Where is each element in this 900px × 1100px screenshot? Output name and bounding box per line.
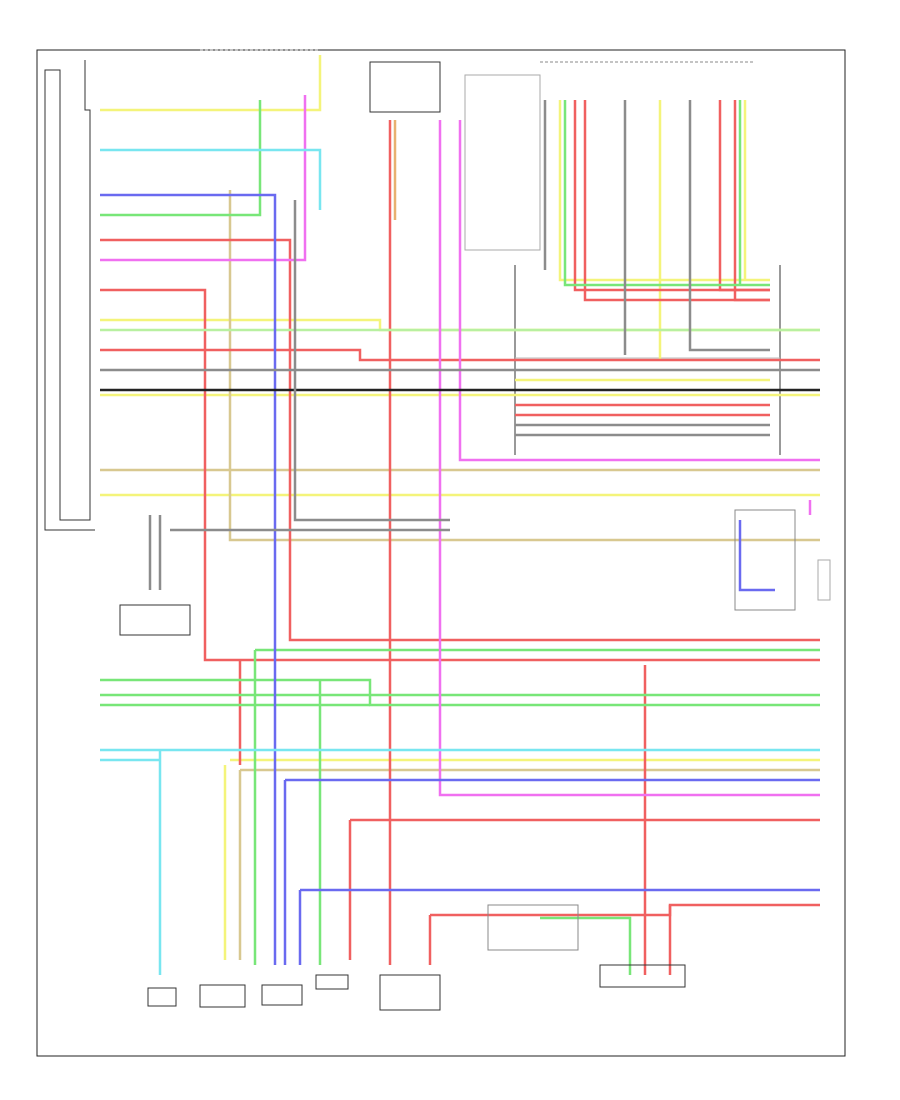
wire-pink-3 [458,120,820,462]
component-4 [315,974,349,990]
wire-green-11 [540,916,632,975]
right-switch [734,509,831,611]
right-switch-plug [817,559,831,601]
wire-cyan-1 [100,148,322,210]
wire-blue-6 [738,520,775,592]
wire-red-11 [733,100,770,302]
component-6 [487,904,579,951]
wire-red-2 [100,288,820,662]
wire-gray-2 [293,200,450,522]
wire-gray-8 [688,100,770,352]
diagram-frame [36,49,846,1057]
top-fuse-box [369,61,441,113]
wire-red-8 [573,100,770,292]
wire-red-10 [718,100,770,292]
component-2 [199,984,246,1008]
wire-red-3 [100,348,820,362]
top-right-module [464,74,541,251]
wire-green-9 [563,100,770,287]
wire-green-1 [100,100,262,217]
wire-pink-2 [438,120,820,797]
wire-red-9 [583,100,770,302]
wire-red-1 [100,238,820,642]
component-3 [261,984,303,1006]
joint-connector [119,604,191,636]
wire-yellow-1 [100,55,322,112]
component-1 [147,987,177,1007]
left-control-module [44,60,95,531]
component-7 [599,964,686,988]
wires [100,55,820,975]
wire-green-3 [100,678,820,707]
bottom-components [147,904,686,1011]
component-5 [379,974,441,1011]
wire-yellow-6 [228,190,820,542]
wire-blue-1 [100,193,277,965]
wire-yellow-11 [558,100,770,282]
